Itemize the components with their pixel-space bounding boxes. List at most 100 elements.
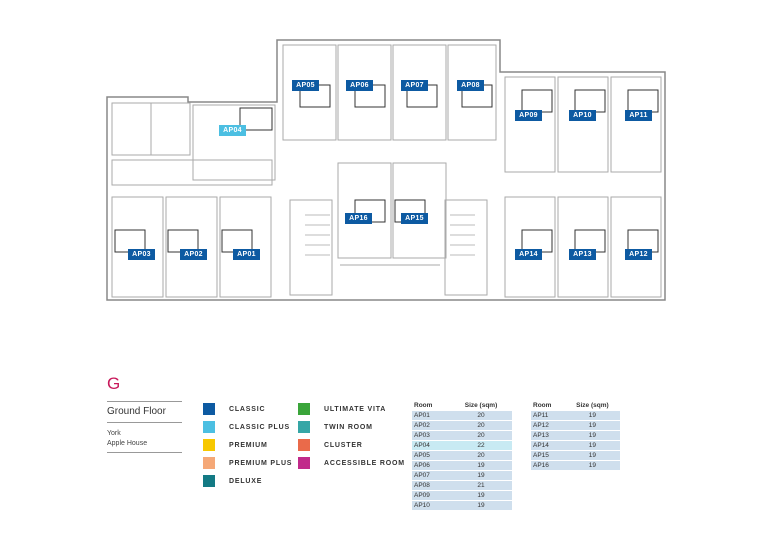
legend-label: CLASSIC PLUS (229, 423, 290, 431)
room-label-ap06[interactable]: AP06 (346, 80, 373, 91)
legend-item: DELUXE (203, 475, 262, 487)
room-cell: AP03 (412, 430, 451, 441)
legend-swatch (203, 403, 215, 415)
size-cell: 20 (450, 450, 512, 461)
size-cell: 19 (450, 470, 512, 481)
floor-name: Ground Floor (107, 406, 166, 417)
legend-label: TWIN ROOM (324, 423, 373, 431)
size-cell: 19 (564, 411, 620, 421)
room-cell: AP06 (412, 460, 451, 471)
room-cell: AP02 (412, 420, 451, 431)
room-cell: AP16 (531, 460, 565, 471)
size-cell: 20 (450, 411, 512, 421)
legend-item: TWIN ROOM (298, 421, 373, 433)
room-cell: AP10 (412, 500, 451, 511)
room-label-ap03[interactable]: AP03 (128, 249, 155, 260)
room-label-ap14[interactable]: AP14 (515, 249, 542, 260)
size-cell: 19 (564, 450, 620, 461)
room-label-ap08[interactable]: AP08 (457, 80, 484, 91)
legend-label: CLUSTER (324, 441, 363, 449)
room-label-ap12[interactable]: AP12 (625, 249, 652, 260)
size-cell: 21 (450, 480, 512, 491)
legend-item: PREMIUM (203, 439, 268, 451)
size-cell: 19 (450, 460, 512, 471)
divider (107, 422, 182, 423)
floor-plan-drawing (106, 39, 666, 301)
col-room: Room (533, 402, 552, 409)
room-label-ap05[interactable]: AP05 (292, 80, 319, 91)
building-name: Apple House (107, 440, 148, 447)
legend-label: PREMIUM (229, 441, 268, 449)
room-cell: AP14 (531, 440, 565, 451)
col-size: Size (sqm) (576, 402, 609, 409)
col-room: Room (414, 402, 433, 409)
legend-item: CLASSIC PLUS (203, 421, 290, 433)
room-label-ap15[interactable]: AP15 (401, 213, 428, 224)
size-cell: 22 (450, 440, 512, 451)
room-label-ap13[interactable]: AP13 (569, 249, 596, 260)
legend-swatch (298, 439, 310, 451)
legend-swatch (298, 421, 310, 433)
room-cell: AP13 (531, 430, 565, 441)
room-label-ap10[interactable]: AP10 (569, 110, 596, 121)
legend-item: CLUSTER (298, 439, 363, 451)
room-cell: AP07 (412, 470, 451, 481)
room-label-ap07[interactable]: AP07 (401, 80, 428, 91)
room-label-ap01[interactable]: AP01 (233, 249, 260, 260)
legend-item: CLASSIC (203, 403, 265, 415)
room-cell: AP11 (531, 411, 565, 421)
room-cell: AP04 (412, 440, 451, 451)
room-cell: AP05 (412, 450, 451, 461)
legend-item: PREMIUM PLUS (203, 457, 292, 469)
legend-swatch (203, 457, 215, 469)
room-cell: AP15 (531, 450, 565, 461)
room-label-ap09[interactable]: AP09 (515, 110, 542, 121)
room-cell: AP12 (531, 420, 565, 431)
room-label-ap11[interactable]: AP11 (625, 110, 652, 121)
legend-item: ACCESSIBLE ROOM (298, 457, 405, 469)
legend-swatch (298, 457, 310, 469)
size-cell: 19 (564, 460, 620, 471)
legend-label: PREMIUM PLUS (229, 459, 293, 467)
legend-label: ULTIMATE VITA (324, 405, 387, 413)
room-cell: AP01 (412, 411, 451, 421)
size-cell: 20 (450, 430, 512, 441)
room-label-ap16[interactable]: AP16 (345, 213, 372, 224)
legend-label: ACCESSIBLE ROOM (324, 459, 405, 467)
legend-label: DELUXE (229, 477, 263, 485)
size-cell: 19 (564, 440, 620, 451)
size-cell: 19 (564, 430, 620, 441)
legend-label: CLASSIC (229, 405, 266, 413)
room-cell: AP08 (412, 480, 451, 491)
floor-letter: G (107, 374, 121, 393)
room-label-ap04[interactable]: AP04 (219, 125, 246, 136)
size-cell: 19 (450, 490, 512, 501)
legend-swatch (298, 403, 310, 415)
room-label-ap02[interactable]: AP02 (180, 249, 207, 260)
size-cell: 20 (450, 420, 512, 431)
legend-swatch (203, 421, 215, 433)
divider (107, 452, 182, 453)
col-size: Size (sqm) (464, 402, 498, 409)
legend-swatch (203, 439, 215, 451)
